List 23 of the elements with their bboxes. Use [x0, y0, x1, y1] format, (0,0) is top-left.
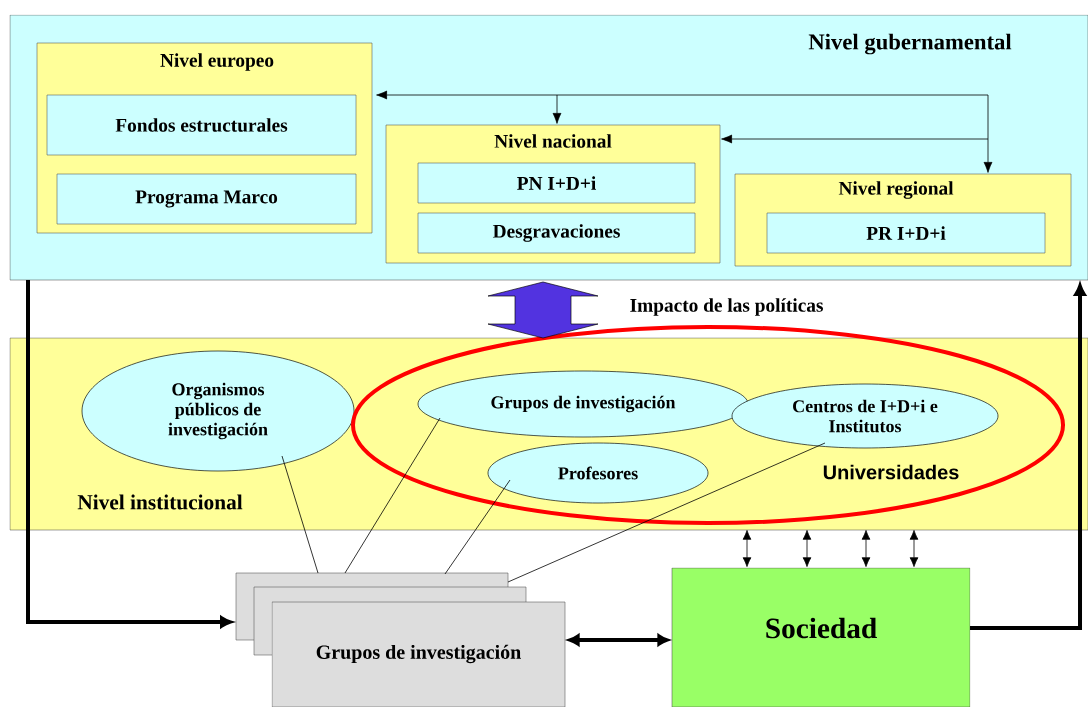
- stacked-group-box: Grupos de investigación: [235, 572, 566, 707]
- leader-line: [507, 442, 826, 583]
- program-box: Fondos estructurales: [46, 94, 357, 156]
- edge-label: Impacto de las políticas: [628, 296, 825, 318]
- leader-line: [344, 417, 441, 574]
- program-box: PR I+D+i: [766, 212, 1046, 254]
- arrow: [721, 134, 989, 144]
- arrow: [568, 634, 669, 646]
- leader-line: [444, 479, 511, 575]
- arrow: [909, 530, 919, 567]
- arrow: [376, 90, 989, 100]
- arrow: [970, 283, 1086, 630]
- arrow: [742, 530, 752, 567]
- leader-line: [281, 455, 319, 574]
- program-box: Programa Marco: [56, 173, 357, 225]
- society-box: Sociedad: [671, 567, 971, 707]
- arrow: [26, 280, 233, 628]
- arrow: [983, 94, 993, 173]
- arrow: [861, 530, 871, 567]
- program-box: Desgravaciones: [417, 212, 696, 254]
- arrow: [552, 94, 562, 124]
- arrow: [802, 530, 812, 567]
- program-box: PN I+D+i: [417, 162, 696, 204]
